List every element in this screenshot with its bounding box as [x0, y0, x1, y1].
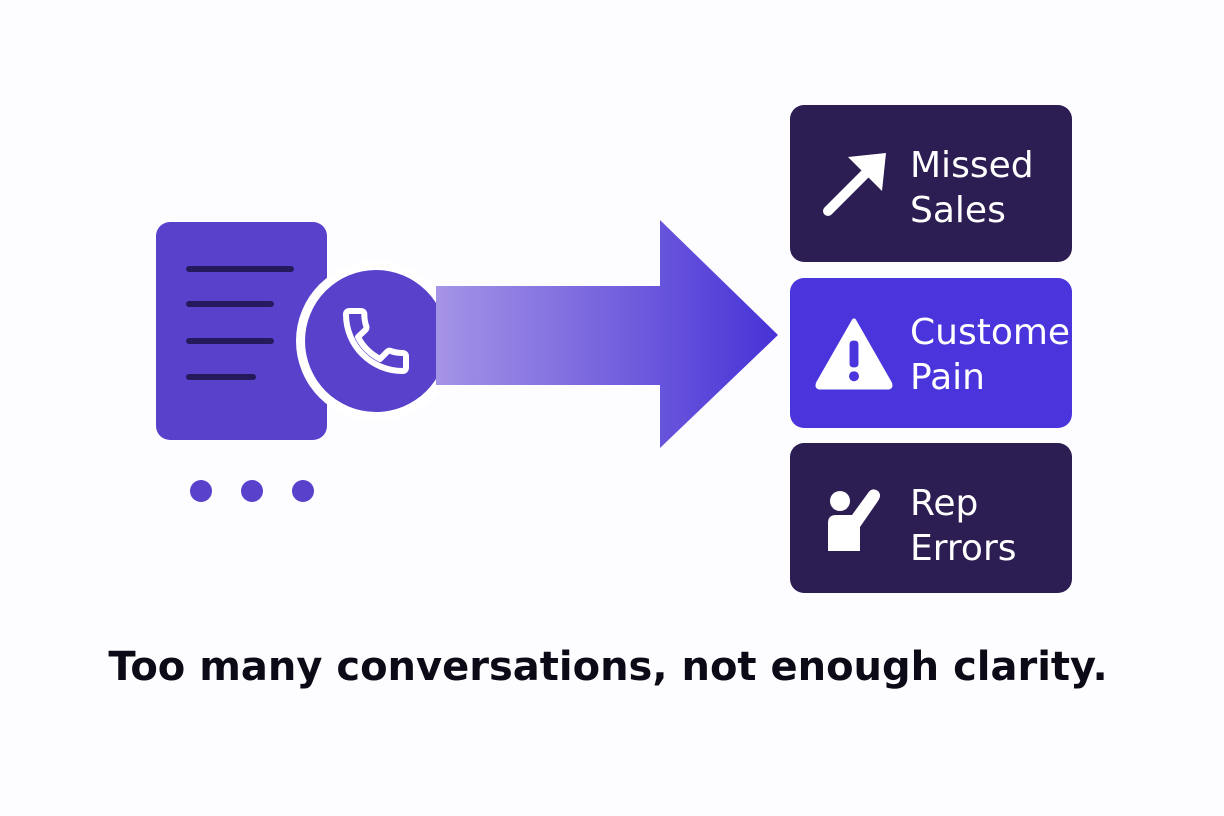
document-line — [186, 374, 256, 380]
flow-arrow — [436, 220, 778, 448]
issue-label: Missed Sales — [910, 145, 1034, 231]
document-line — [186, 266, 294, 272]
document-line — [186, 301, 274, 307]
phone-icon — [305, 270, 447, 412]
issue-label: Rep Errors — [910, 483, 1017, 569]
dot — [292, 480, 314, 502]
caption: Too many conversations, not enough clari… — [108, 644, 1108, 690]
dot — [190, 480, 212, 502]
phone-glyph — [343, 308, 409, 374]
dot — [241, 480, 263, 502]
issue-label: Customer Pain — [910, 312, 1072, 398]
trend-up-arrow-icon — [823, 153, 886, 216]
issue-card-missed-sales: Missed Sales — [790, 105, 1072, 262]
document-line — [186, 338, 274, 344]
warning-triangle-icon — [815, 318, 893, 390]
issue-card-rep-errors: Rep Errors — [790, 443, 1072, 593]
raised-hand-person-icon — [828, 489, 880, 551]
issue-card-customer-pain: Customer Pain — [790, 278, 1072, 428]
